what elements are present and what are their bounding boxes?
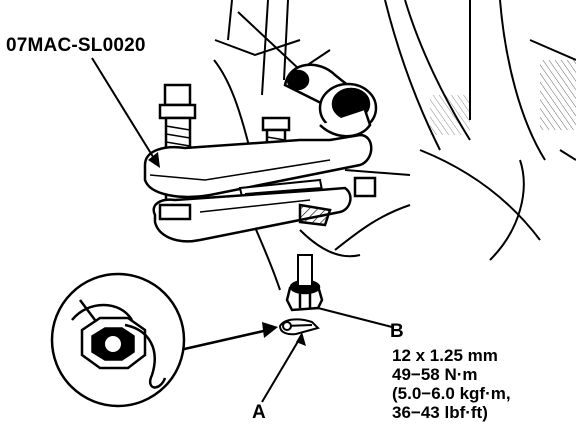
spec-torque-nm: 49−58 N·m <box>392 365 478 384</box>
strut-shading <box>430 95 470 135</box>
upper-ball-joint <box>283 63 378 138</box>
spec-thread-size: 12 x 1.25 mm <box>392 346 498 365</box>
spec-torque-kgfm: (5.0−6.0 kgf·m, <box>392 384 511 403</box>
suspension-background <box>213 0 576 291</box>
nut-b-specification: 12 x 1.25 mm 49−58 N·m (5.0−6.0 kgf·m, 3… <box>392 346 511 422</box>
detail-arrow <box>179 322 278 352</box>
spec-torque-lbfft: 36−43 lbf·ft) <box>392 403 488 422</box>
castle-nut-b <box>285 254 324 312</box>
leader-arrowheads <box>148 152 306 346</box>
tool-part-number-label: 07MAC-SL0020 <box>6 35 146 56</box>
detail-inset <box>50 272 186 408</box>
knuckle-shading <box>540 60 576 130</box>
callout-label-b: B <box>390 321 404 342</box>
callout-label-a: A <box>252 402 266 423</box>
tool-lower-arm <box>152 186 352 243</box>
leader-lines <box>91 57 393 403</box>
tool-upper-arm <box>143 133 377 199</box>
cotter-pin-a <box>278 318 320 336</box>
